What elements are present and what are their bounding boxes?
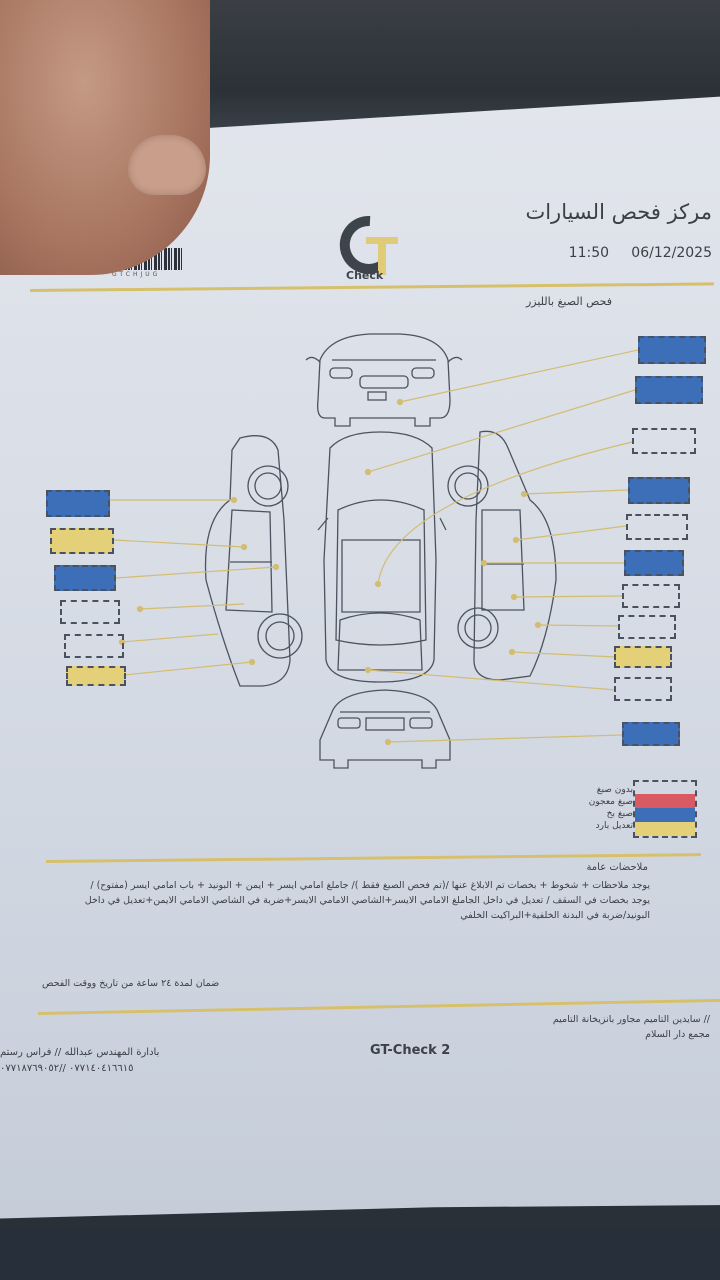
car-diagram bbox=[110, 333, 639, 769]
car-left-view bbox=[204, 435, 303, 687]
legend-swatch-spray bbox=[635, 808, 695, 822]
panel-swatch-roof bbox=[632, 428, 696, 454]
management-contact: بادارة المهندس عبدالله // فراس رستم ٠٧٧١… bbox=[0, 1045, 180, 1077]
panel-swatch-left-front-door bbox=[50, 528, 114, 554]
legend-label-no-paint: بدون صبغ bbox=[596, 785, 633, 795]
address-line-1: // سايدين التاميم مجاور بانزيخانة التامي… bbox=[552, 1014, 710, 1025]
panel-swatch-left-rear-lower bbox=[66, 666, 126, 686]
panel-swatch-front-bumper bbox=[638, 336, 706, 364]
branch-name: GT-Check 2 bbox=[370, 1043, 451, 1058]
panel-swatch-hood bbox=[635, 376, 703, 404]
panel-swatch-trunk bbox=[614, 677, 672, 701]
panel-swatch-left-rear-door bbox=[60, 600, 120, 624]
time: 11:50 bbox=[568, 245, 610, 261]
hand-thumb bbox=[0, 0, 210, 275]
legend-label-cold-repair: تعديل بارد bbox=[595, 821, 633, 831]
phone-numbers: ٠٧٧١٤٠٤١٦٦١٥ //٠٧٧١٨٧٦٩٠٥٢ bbox=[0, 1063, 134, 1074]
panel-swatch-rear-bumper bbox=[622, 722, 680, 746]
background-seat bbox=[0, 1230, 720, 1280]
gt-check-logo: Check bbox=[339, 215, 398, 281]
legend-label-putty-paint: صبغ معجون bbox=[588, 797, 633, 807]
address: // سايدين التاميم مجاور بانزيخانة التامي… bbox=[553, 1012, 710, 1042]
panel-swatch-left-rear-quarter bbox=[64, 634, 124, 658]
panel-swatch-right-front-door bbox=[626, 514, 688, 540]
panel-swatch-left-pillar bbox=[54, 565, 116, 591]
panel-swatch-right-rear-door bbox=[622, 584, 680, 608]
legend-label-spray-paint: صبغ بخ bbox=[606, 809, 633, 819]
barcode-text: GTCHJUG bbox=[112, 271, 161, 278]
date: 06/12/2025 bbox=[631, 245, 712, 261]
car-top-view bbox=[317, 431, 447, 683]
panel-swatch-left-front-fender bbox=[46, 490, 110, 517]
svg-text:Check: Check bbox=[346, 269, 384, 281]
panel-swatch-right-pillar bbox=[624, 550, 684, 576]
management-names: بادارة المهندس عبدالله // فراس رستم bbox=[0, 1047, 160, 1058]
car-rear-view bbox=[319, 689, 451, 769]
legend-swatch-putty bbox=[635, 794, 695, 808]
car-front-view bbox=[305, 333, 463, 427]
center-name: مركز فحص السيارات bbox=[525, 200, 712, 224]
panel-swatch-right-rear-quarter bbox=[618, 615, 676, 639]
date-time: 11:50 06/12/2025 bbox=[569, 245, 712, 261]
legend-swatch-cold bbox=[635, 822, 695, 836]
panel-swatch-right-front-fender bbox=[628, 477, 690, 504]
thumbnail bbox=[128, 135, 206, 195]
notes-heading: ملاحضات عامة bbox=[586, 862, 648, 873]
notes-body: يوجد ملاحظات + شخوط + بخصات تم الابلاغ ع… bbox=[84, 880, 650, 921]
legend-labels: بدون صبغ صبغ معجون صبغ بخ تعديل بارد bbox=[553, 784, 633, 832]
panel-swatch-right-rear-lower bbox=[614, 646, 672, 668]
legend: بدون صبغ صبغ معجون صبغ بخ تعديل بارد bbox=[555, 780, 705, 840]
address-line-2: مجمع دار السلام bbox=[645, 1029, 710, 1040]
warranty-text: ضمان لمدة ٢٤ ساعة من تاريخ ووقت الفحص bbox=[42, 978, 220, 989]
section-title: فحص الصبغ بالليزر bbox=[525, 295, 612, 308]
legend-swatches bbox=[633, 780, 697, 838]
car-right-view bbox=[447, 430, 557, 681]
